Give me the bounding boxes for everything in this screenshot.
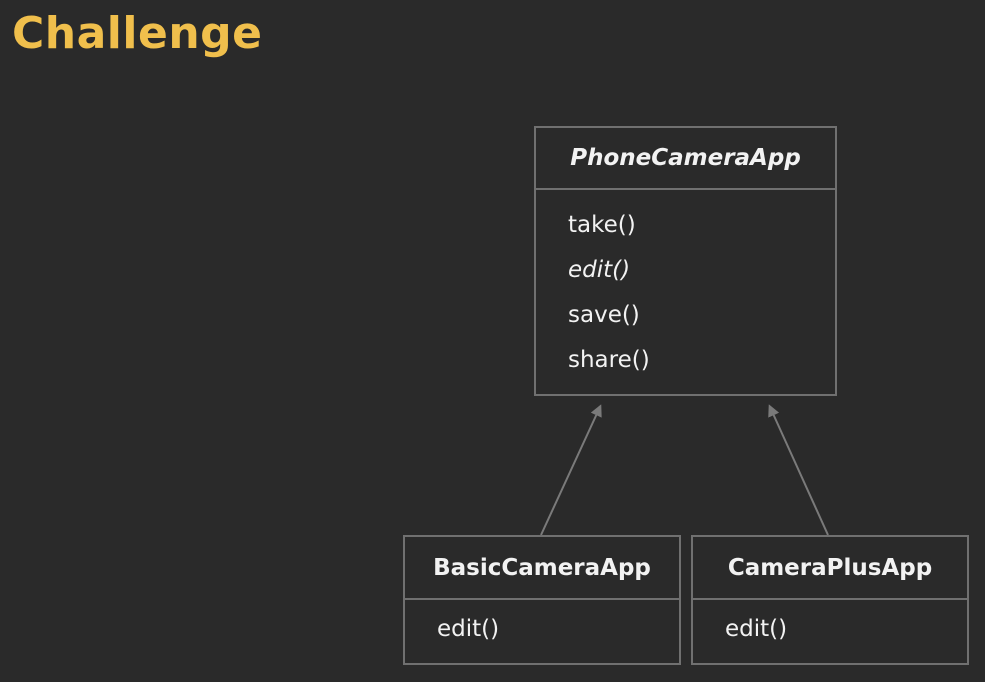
class-camera-plus-app: CameraPlusApp edit() (691, 535, 969, 665)
method-share: share() (568, 347, 650, 373)
method-edit: edit() (437, 616, 500, 642)
method-list: edit() (693, 600, 967, 652)
class-name: BasicCameraApp (405, 537, 679, 600)
method-edit: edit() (568, 257, 631, 283)
class-name: CameraPlusApp (693, 537, 967, 600)
class-name: PhoneCameraApp (536, 128, 835, 190)
class-basic-camera-app: BasicCameraApp edit() (403, 535, 681, 665)
inheritance-arrow-basic (540, 404, 602, 536)
method-save: save() (568, 302, 640, 328)
class-phone-camera-app: PhoneCameraApp take() edit() save() shar… (534, 126, 837, 396)
method-edit: edit() (725, 616, 788, 642)
method-list: edit() (405, 600, 679, 652)
method-take: take() (568, 212, 636, 238)
method-list: take() edit() save() share() (536, 190, 835, 383)
inheritance-arrow-plus (768, 404, 829, 536)
slide-title: Challenge (12, 8, 263, 59)
